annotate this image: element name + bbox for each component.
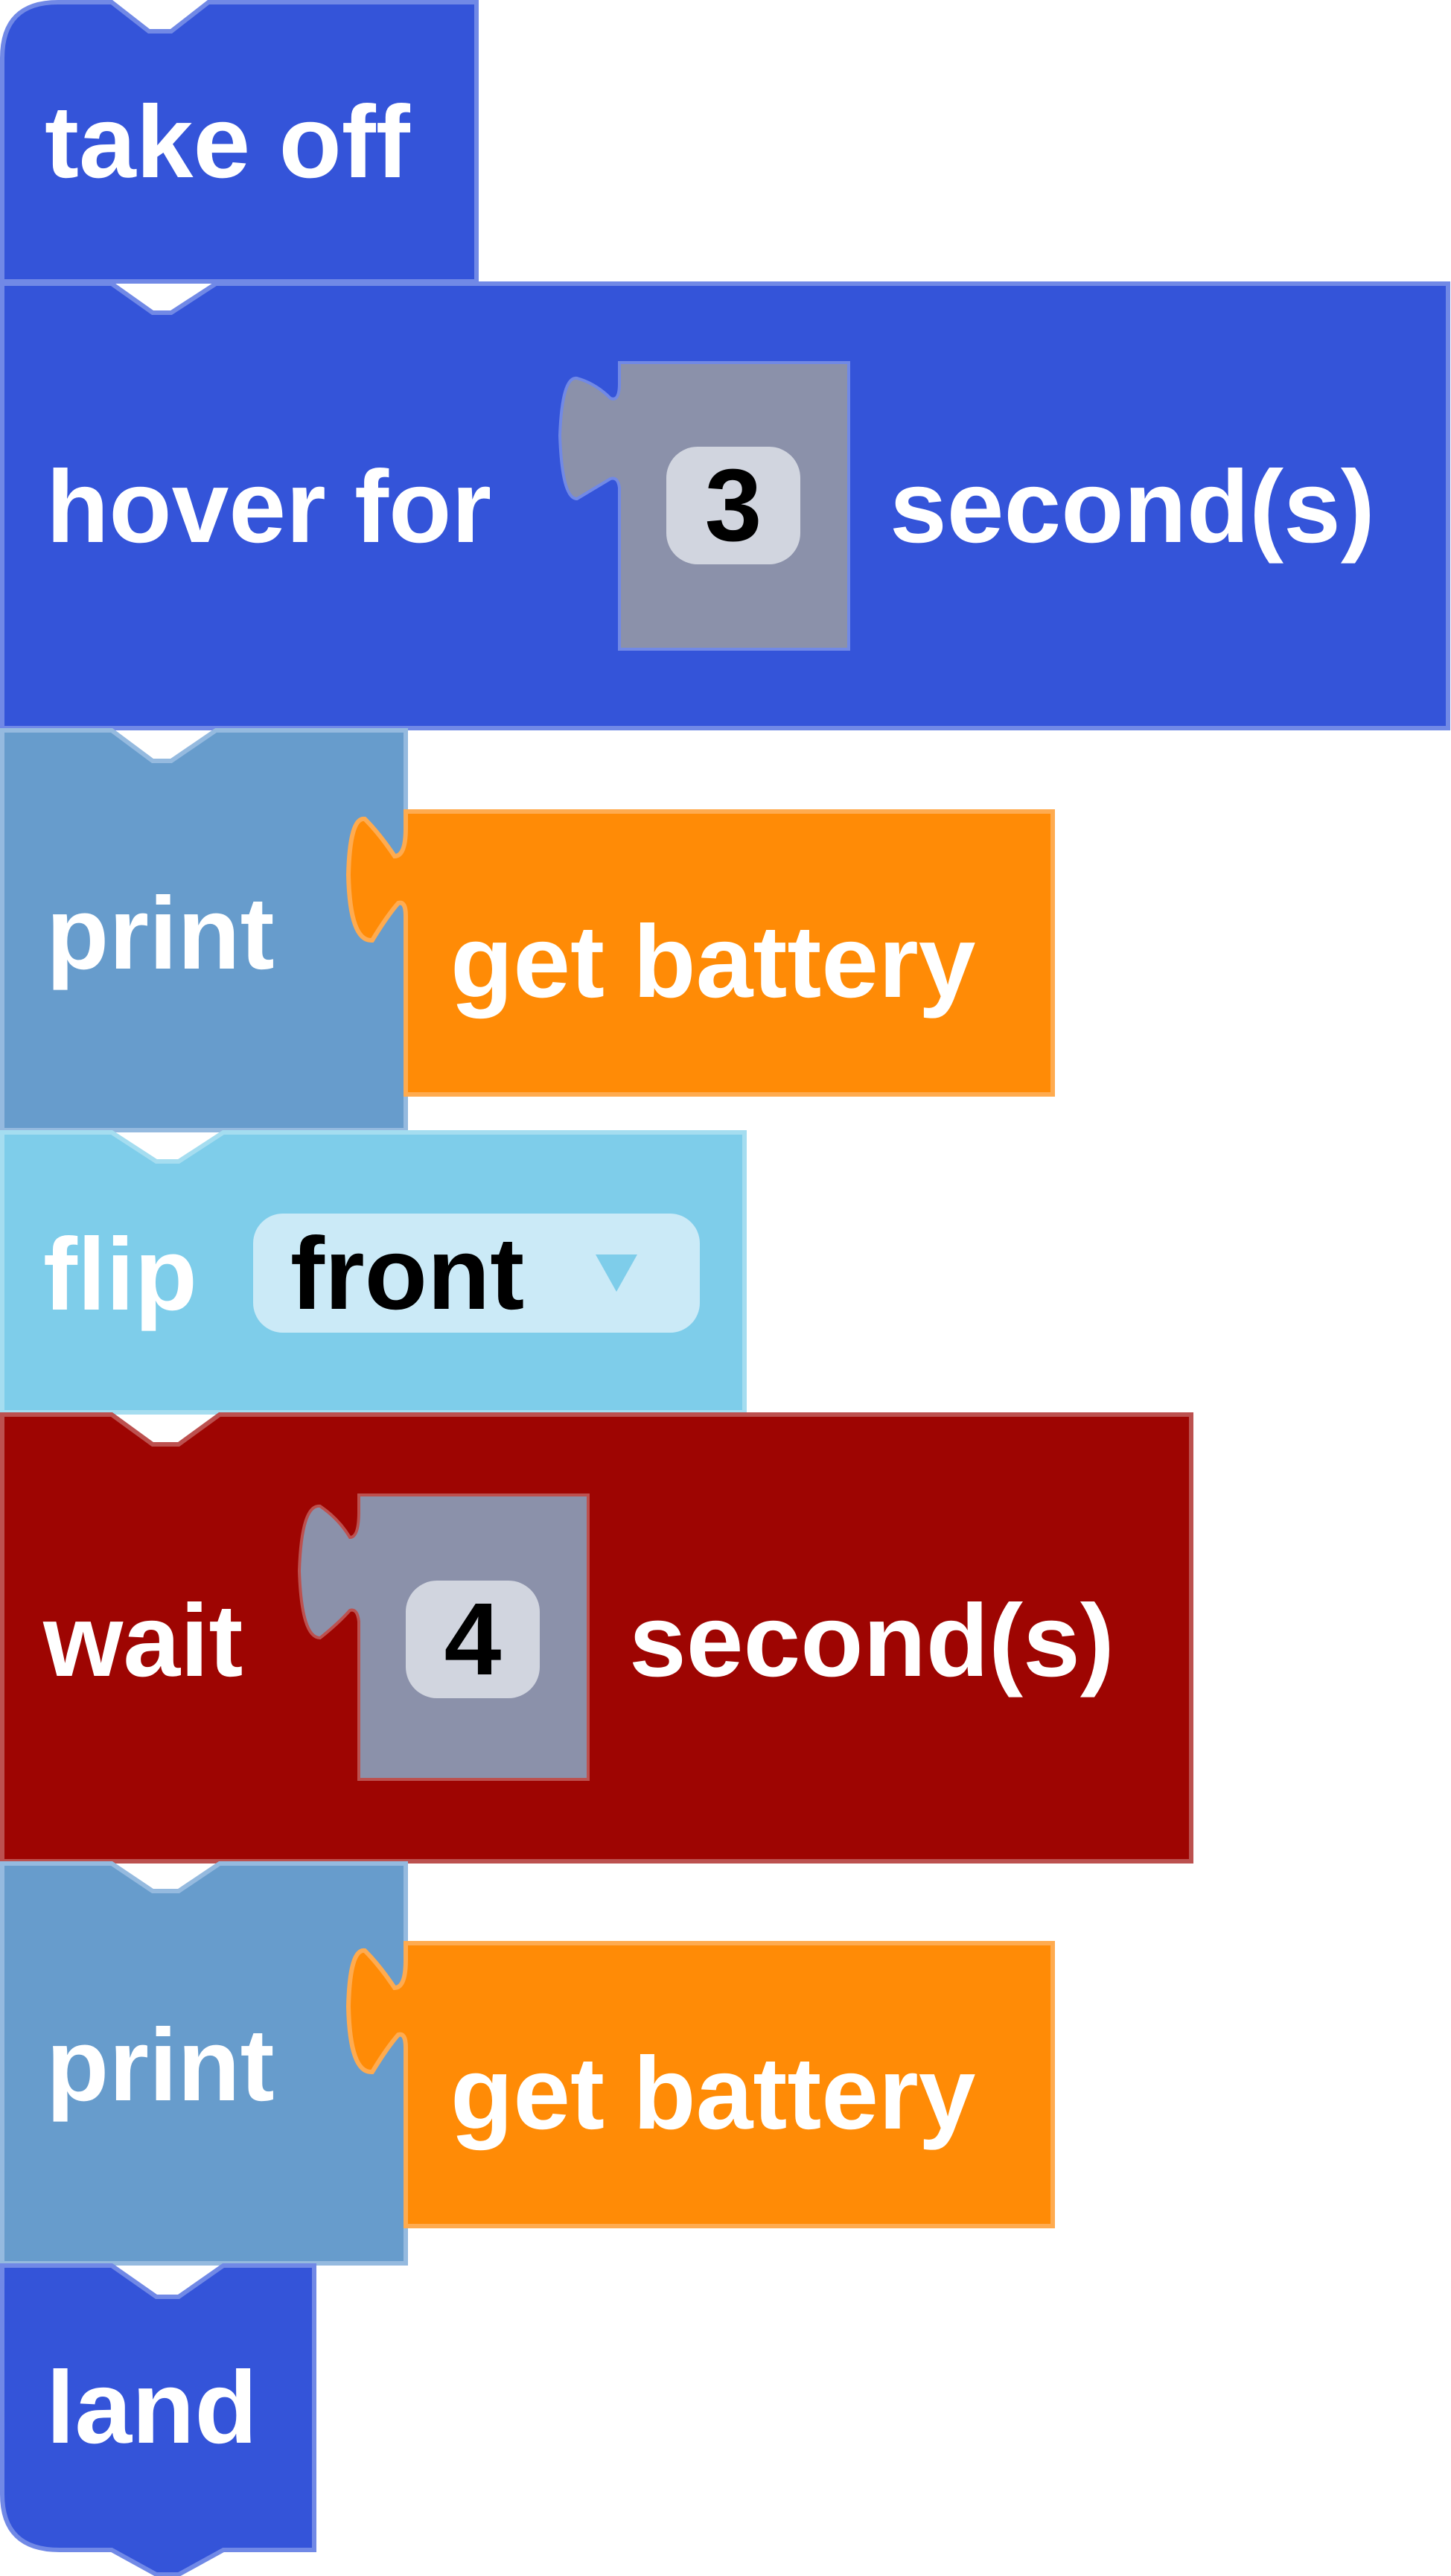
get-battery-2-block-shape[interactable] xyxy=(345,1941,1055,2228)
print-2-label: print xyxy=(46,2008,275,2123)
print-1-label: print xyxy=(46,876,275,991)
wait-label: wait xyxy=(43,1584,243,1698)
land-label: land xyxy=(46,2350,258,2465)
print-2-block-shape[interactable] xyxy=(0,1861,408,2266)
take-off-block-shape[interactable] xyxy=(0,0,479,284)
flip-label: flip xyxy=(43,1217,197,1332)
hover-label: hover for xyxy=(46,450,492,564)
take-off-label: take off xyxy=(45,85,410,200)
dropdown-triangle-icon xyxy=(596,1254,637,1292)
wait-seconds-value: 4 xyxy=(444,1582,502,1697)
flip-direction-dropdown[interactable]: front xyxy=(253,1214,700,1333)
hover-seconds-input[interactable]: 3 xyxy=(666,447,800,564)
wait-seconds-input[interactable]: 4 xyxy=(406,1581,540,1698)
wait-suffix-label: second(s) xyxy=(629,1584,1114,1698)
hover-seconds-value: 3 xyxy=(704,448,762,563)
flip-direction-value: front xyxy=(290,1217,525,1331)
land-block-shape[interactable] xyxy=(0,2263,316,2576)
get-battery-1-block-shape[interactable] xyxy=(345,809,1055,1097)
get-battery-2-label: get battery xyxy=(450,2036,976,2151)
get-battery-1-label: get battery xyxy=(450,905,976,1019)
hover-suffix-label: second(s) xyxy=(890,450,1375,564)
print-1-block-shape[interactable] xyxy=(0,728,408,1132)
